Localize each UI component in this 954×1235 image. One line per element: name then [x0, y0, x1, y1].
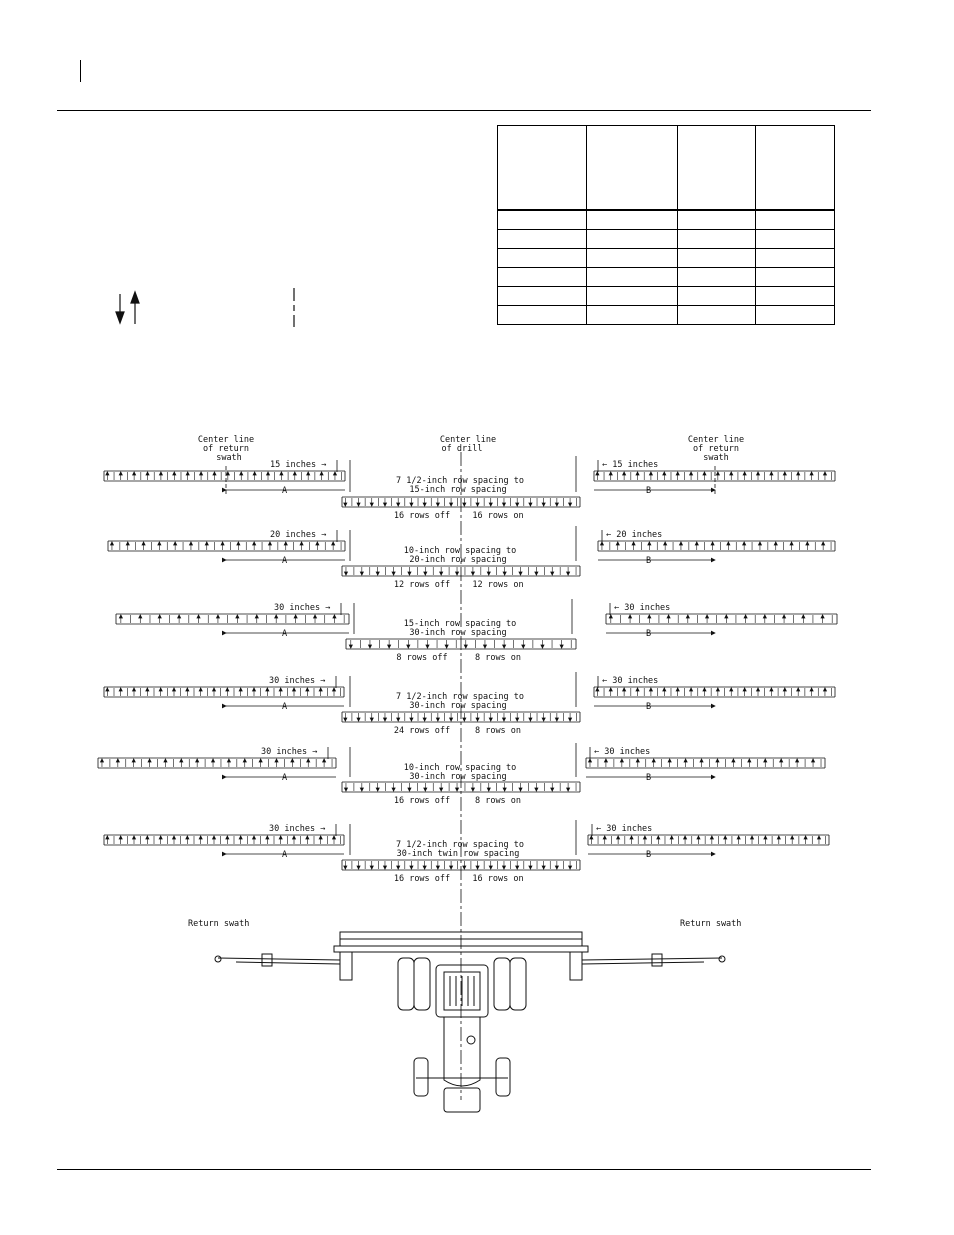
right-offset-label: ← 15 inches [602, 460, 658, 470]
rows-off-label: 16 rows off [394, 874, 450, 884]
dimension-a-label: A [282, 486, 287, 496]
right-return-swath-bar [597, 540, 836, 552]
return-swath-right-label: Return swath [680, 919, 741, 929]
dimension-b-label: B [646, 850, 651, 860]
left-return-swath-bar [107, 540, 346, 552]
left-return-swath-bar [103, 470, 346, 482]
dimension-a-label: A [282, 773, 287, 783]
drill-swath-bar [341, 496, 581, 508]
header-tick [80, 60, 81, 82]
rows-off-label: 16 rows off [394, 511, 450, 521]
left-offset-label: 15 inches → [270, 460, 326, 470]
config-title: 10-inch row spacing to [404, 546, 517, 556]
config-title: 7 1/2-inch row spacing to [396, 476, 524, 486]
right-offset-label: ← 30 inches [594, 747, 650, 757]
return-swath-left-label: Return swath [188, 919, 249, 929]
right-offset-label: ← 20 inches [606, 530, 662, 540]
config-subtitle: 30-inch twin row spacing [397, 849, 520, 859]
config-subtitle: 15-inch row spacing [409, 485, 506, 495]
table-row [497, 267, 835, 287]
drill-swath-bar [345, 638, 577, 650]
left-offset-label: 30 inches → [269, 676, 325, 686]
rows-on-label: 8 rows on [475, 726, 521, 736]
dimension-b-label: B [646, 702, 651, 712]
drill-swath-bar [341, 781, 581, 793]
dimension-b-label: B [646, 556, 651, 566]
dimension-b-label: B [646, 773, 651, 783]
table-row [497, 305, 835, 325]
config-title: 15-inch row spacing to [404, 619, 517, 629]
right-offset-label: ← 30 inches [596, 824, 652, 834]
config-title: 10-inch row spacing to [404, 763, 517, 773]
rows-on-label: 16 rows on [472, 511, 523, 521]
dimension-a-label: A [282, 629, 287, 639]
left-offset-label: 30 inches → [261, 747, 317, 757]
rows-off-label: 16 rows off [394, 796, 450, 806]
config-subtitle: 30-inch row spacing [409, 701, 506, 711]
right-return-swath-bar [587, 834, 830, 846]
left-offset-label: 20 inches → [270, 530, 326, 540]
left-offset-label: 30 inches → [269, 824, 325, 834]
header-rule [57, 110, 871, 111]
dimension-a-label: A [282, 556, 287, 566]
dimension-b-label: B [646, 486, 651, 496]
left-return-swath-bar [97, 757, 337, 769]
rows-off-label: 8 rows off [396, 653, 447, 663]
left-offset-label: 30 inches → [274, 603, 330, 613]
rows-on-label: 16 rows on [472, 874, 523, 884]
spec-table-header [497, 125, 835, 211]
dimension-a-label: A [282, 850, 287, 860]
dimension-a-label: A [282, 702, 287, 712]
config-subtitle: 20-inch row spacing [409, 555, 506, 565]
left-return-swath-bar [103, 834, 345, 846]
table-row [497, 209, 835, 230]
rows-off-label: 12 rows off [394, 580, 450, 590]
right-return-swath-bar [605, 613, 838, 625]
table-row [497, 248, 835, 268]
dimension-b-label: B [646, 629, 651, 639]
tractor-drill-illustration [214, 931, 726, 1113]
drill-swath-bar [341, 859, 581, 871]
table-row [497, 229, 835, 249]
right-return-swath-bar [593, 470, 836, 482]
rows-on-label: 8 rows on [475, 653, 521, 663]
right-return-swath-bar [585, 757, 826, 769]
footer-rule [57, 1169, 871, 1170]
config-subtitle: 30-inch row spacing [409, 772, 506, 782]
legend-arrows-icon [115, 290, 140, 325]
config-title: 7 1/2-inch row spacing to [396, 692, 524, 702]
right-offset-label: ← 30 inches [602, 676, 658, 686]
config-subtitle: 30-inch row spacing [409, 628, 506, 638]
rows-on-label: 8 rows on [475, 796, 521, 806]
rows-off-label: 24 rows off [394, 726, 450, 736]
rows-on-label: 12 rows on [472, 580, 523, 590]
config-title: 7 1/2-inch row spacing to [396, 840, 524, 850]
drill-swath-bar [341, 565, 581, 577]
drill-swath-bar [341, 711, 581, 723]
left-return-swath-bar [115, 613, 350, 625]
right-offset-label: ← 30 inches [614, 603, 670, 613]
right-return-swath-bar [593, 686, 836, 698]
left-return-swath-bar [103, 686, 345, 698]
spec-table [497, 125, 835, 325]
